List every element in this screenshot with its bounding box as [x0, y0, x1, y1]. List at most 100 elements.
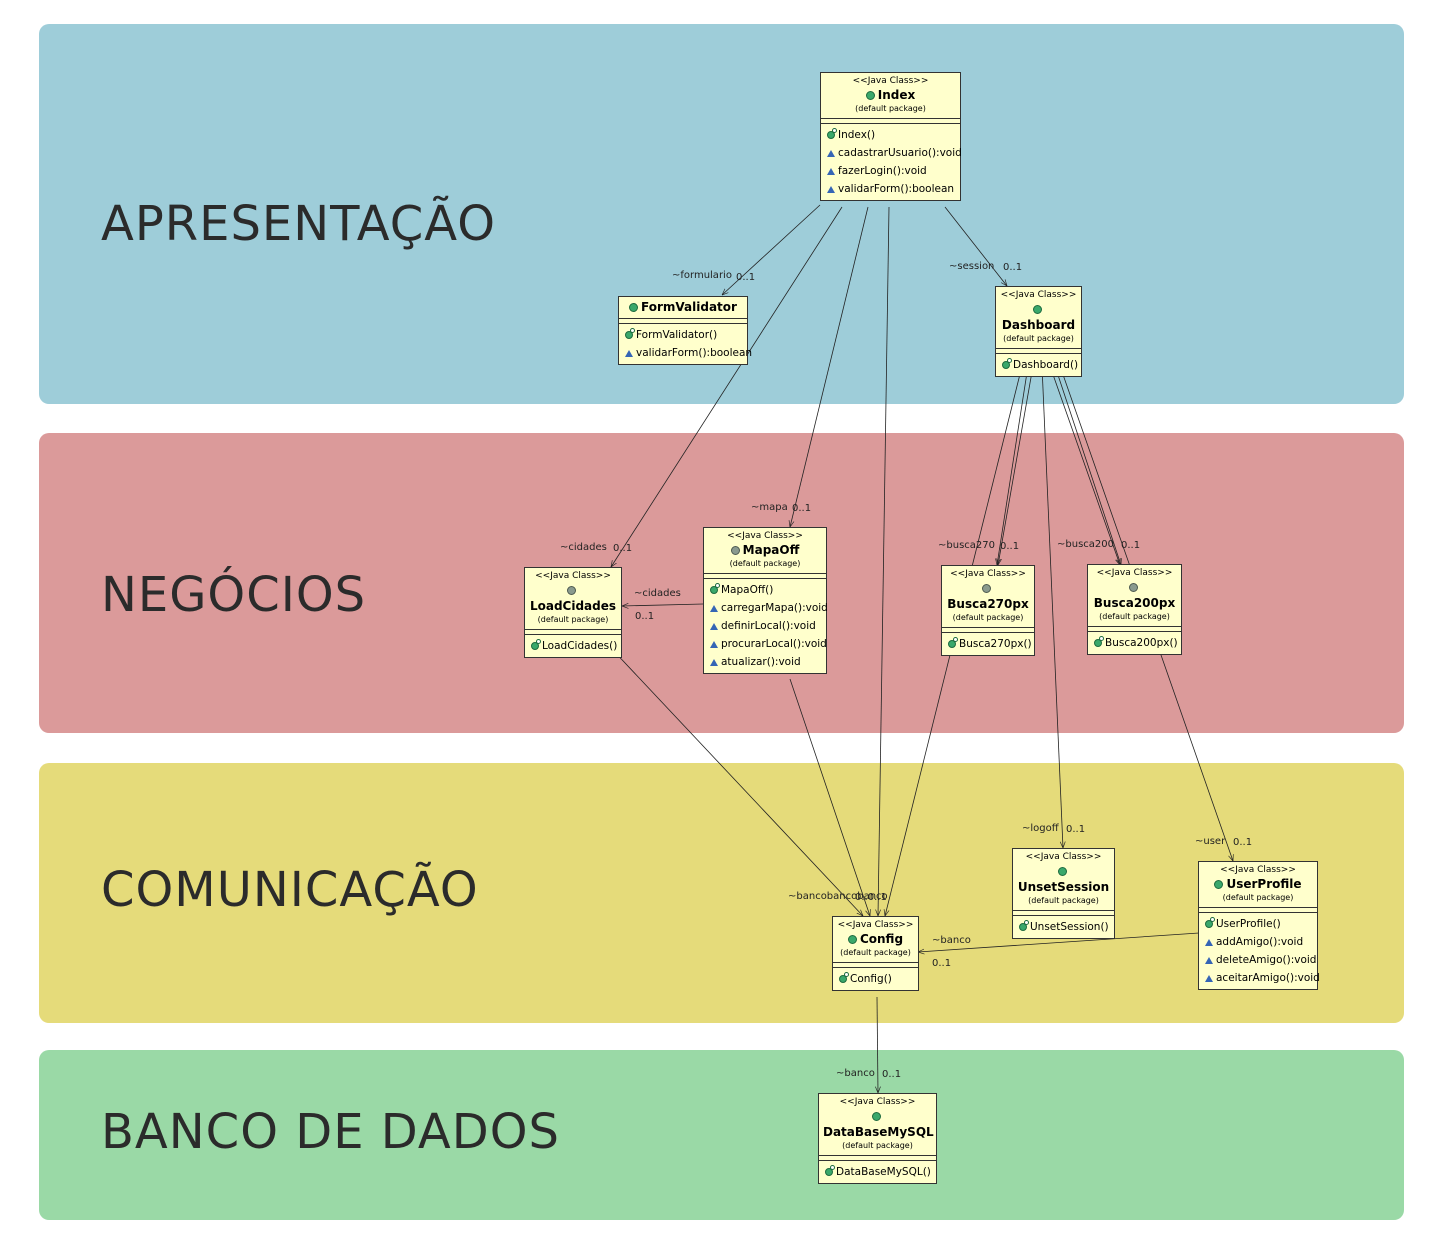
constructor-icon [531, 639, 541, 650]
operation-row: addAmigo():void [1205, 933, 1313, 951]
class-package: (default package) [537, 615, 609, 624]
operation-label: cadastrarUsuario():void [838, 147, 962, 159]
layer-title-negocios: NEGÓCIOS [101, 567, 367, 623]
operations-compartment: Index() cadastrarUsuario():void fazerLogin… [821, 124, 962, 200]
role-cidades-index: ~cidades [560, 542, 607, 553]
operation-row: procurarLocal():void [710, 635, 827, 653]
operations-compartment: FormValidator() validarForm():boolean [619, 324, 752, 364]
constructor-icon [827, 128, 837, 139]
operation-row: validarForm():boolean [827, 180, 956, 198]
operation-label: FormValidator() [636, 329, 718, 341]
mult-session: 0..1 [1003, 262, 1023, 273]
class-package: (default package) [855, 104, 926, 113]
assoc-dashboard-unsetsession [1041, 365, 1063, 848]
mult-banco-config: 0..1 [882, 1069, 902, 1080]
constructor-icon [1094, 636, 1104, 647]
operation-row: validarForm():boolean [625, 344, 752, 362]
operation-row: FormValidator() [625, 326, 743, 344]
role-session: ~session [949, 261, 995, 272]
class-icon [871, 1112, 881, 1121]
method-icon [1205, 975, 1213, 982]
assoc-mapaoff-loadcidades [622, 604, 704, 606]
class-stereotype: <<Java Class>> [1096, 568, 1173, 578]
operation-label: LoadCidades() [542, 640, 618, 652]
assoc-loadcidades-config [609, 646, 863, 916]
operation-row: UnsetSession() [1019, 918, 1110, 936]
class-mapaoff[interactable]: <<Java Class>> MapaOff (default package)… [703, 527, 828, 674]
class-stereotype: <<Java Class>> [1025, 852, 1102, 862]
class-icon [567, 586, 576, 595]
operation-row: fazerLogin():void [827, 162, 956, 180]
assoc-dashboard-busca270px-2 [998, 365, 1034, 565]
operations-compartment: Busca270px() [942, 633, 1034, 655]
attributes-compartment [819, 1156, 936, 1161]
role-busca200: ~busca200 [1057, 539, 1114, 550]
mult-busca270: 0..1 [1000, 541, 1020, 552]
class-stereotype: <<Java Class>> [727, 531, 803, 541]
class-name: UserProfile [1226, 877, 1302, 891]
mult-logoff: 0..1 [1066, 824, 1086, 835]
class-stereotype: <<Java Class>> [1220, 865, 1296, 875]
class-unsetsession[interactable]: <<Java Class>> UnsetSession (default pac… [1012, 848, 1115, 939]
class-formvalidator[interactable]: FormValidator FormValidator()validarForm… [618, 296, 752, 365]
operation-row: Busca200px() [1094, 634, 1178, 652]
class-userprofile[interactable]: <<Java Class>> UserProfile (default pack… [1198, 861, 1320, 990]
class-busca200px[interactable]: <<Java Class>> Busca200px (default packa… [1087, 564, 1182, 655]
operation-row: Busca270px() [948, 635, 1032, 653]
mult-busca200: 0..1 [1121, 540, 1141, 551]
method-icon [827, 168, 835, 175]
attributes-compartment [619, 319, 747, 324]
assoc-userprofile-config [918, 932, 1200, 952]
operation-row: MapaOff() [710, 581, 822, 599]
operation-label: addAmigo():void [1216, 936, 1304, 948]
operation-label: UserProfile() [1216, 918, 1281, 930]
method-icon [710, 641, 718, 648]
layer-banco-de-dados: BANCO DE DADOS [39, 1050, 1404, 1220]
operation-label: validarForm():boolean [838, 183, 955, 195]
mult-formulario: 0..1 [736, 272, 756, 283]
operation-label: Config() [850, 973, 892, 985]
operations-compartment: Dashboard() [996, 354, 1081, 376]
constructor-icon [948, 637, 958, 648]
operations-compartment: Busca200px() [1088, 632, 1181, 654]
assoc-index-dashboard [944, 206, 1007, 286]
class-package: (default package) [1222, 893, 1294, 902]
assoc-index-mapaoff [790, 206, 869, 527]
class-icon [982, 584, 991, 593]
class-database[interactable]: <<Java Class>> DataBaseMySQL (default pa… [818, 1093, 937, 1184]
operation-label: UnsetSession() [1030, 921, 1109, 933]
mult-cidades-index: 0..1 [613, 543, 633, 554]
layer-title-banco-de-dados: BANCO DE DADOS [101, 1104, 560, 1160]
operations-compartment: UnsetSession() [1013, 916, 1114, 938]
mult-banco-overlap: 0..0..1 [855, 892, 887, 903]
role-banco-config: ~banco [836, 1068, 875, 1079]
class-package: (default package) [952, 613, 1024, 622]
constructor-icon [1019, 920, 1029, 931]
role-banco-userprofile: ~banco [932, 935, 971, 946]
class-icon [1057, 867, 1067, 876]
operation-label: Index() [838, 129, 876, 141]
operation-label: fazerLogin():void [838, 165, 927, 177]
operation-label: validarForm():boolean [636, 347, 753, 359]
class-loadcidades[interactable]: <<Java Class>> LoadCidades (default pack… [524, 567, 622, 658]
class-package: (default package) [840, 948, 911, 957]
class-config[interactable]: <<Java Class>> Config (default package) … [832, 916, 919, 991]
operation-row: UserProfile() [1205, 915, 1313, 933]
class-stereotype: <<Java Class>> [1000, 290, 1077, 300]
class-package: (default package) [842, 1141, 913, 1150]
class-index[interactable]: <<Java Class>> Index (default package) I… [820, 72, 962, 201]
mult-banco-userprofile: 0..1 [932, 958, 952, 969]
constructor-icon [839, 972, 849, 983]
class-package: (default package) [1028, 896, 1099, 905]
role-user: ~user [1195, 836, 1226, 847]
method-icon [1205, 939, 1213, 946]
class-busca270px[interactable]: <<Java Class>> Busca270px (default packa… [941, 565, 1035, 656]
operation-label: carregarMapa():void [721, 602, 828, 614]
class-stereotype: <<Java Class>> [852, 76, 929, 86]
method-icon [710, 659, 718, 666]
class-dashboard[interactable]: <<Java Class>> Dashboard (default packag… [995, 286, 1082, 377]
layer-comunicacao: COMUNICAÇÃO [39, 763, 1404, 1023]
operation-label: MapaOff() [721, 584, 774, 596]
operation-row: aceitarAmigo():void [1205, 969, 1320, 987]
class-icon [1128, 583, 1138, 592]
